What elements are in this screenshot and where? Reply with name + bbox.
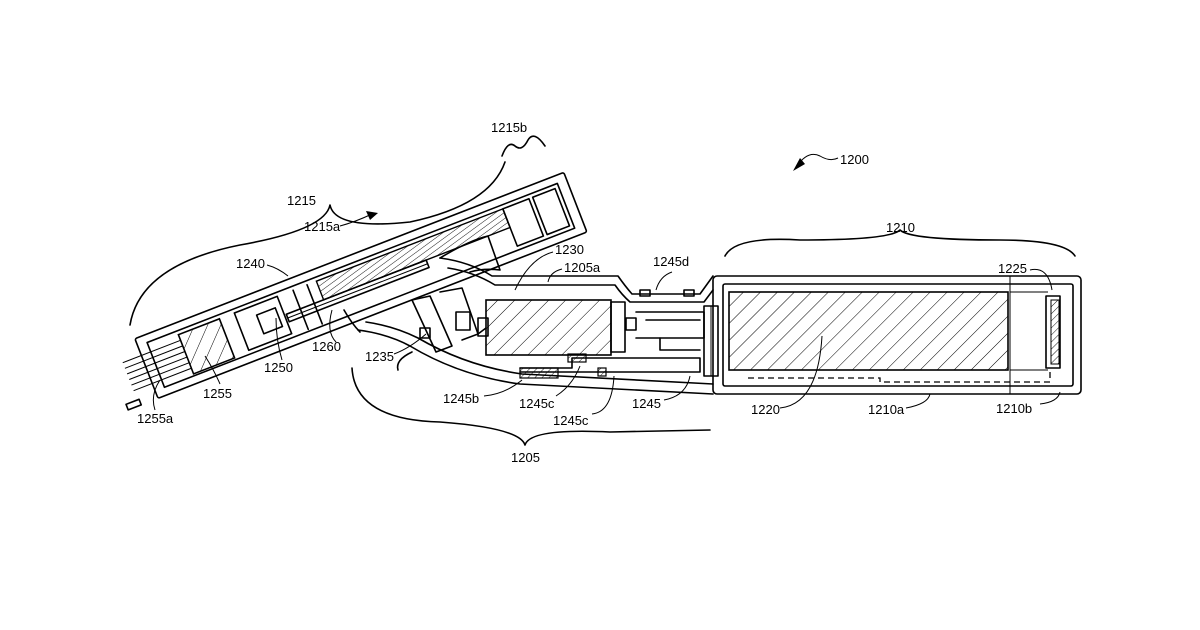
label-1210: 1210: [886, 220, 915, 235]
label-1245b: 1245b: [443, 391, 479, 406]
base-housing-1210: [713, 276, 1081, 394]
label-1225: 1225: [998, 261, 1027, 276]
label-1245c-1: 1245c: [519, 396, 555, 411]
motor-1230: [486, 300, 611, 355]
label-1215b: 1215b: [491, 120, 527, 135]
shaft-1215a: [316, 209, 510, 300]
label-1210b: 1210b: [996, 401, 1032, 416]
label-1245d: 1245d: [653, 254, 689, 269]
component-1245b: [520, 368, 558, 378]
braces: [130, 136, 1075, 445]
label-1210a: 1210a: [868, 402, 905, 417]
label-1255a: 1255a: [137, 411, 174, 426]
label-1205: 1205: [511, 450, 540, 465]
head-housing-1215: [105, 172, 587, 410]
label-1235: 1235: [365, 349, 394, 364]
label-1250: 1250: [264, 360, 293, 375]
label-1255: 1255: [203, 386, 232, 401]
label-1205a: 1205a: [564, 260, 601, 275]
label-1215: 1215: [287, 193, 316, 208]
label-1240: 1240: [236, 256, 265, 271]
label-1200: 1200: [840, 152, 869, 167]
label-1245: 1245: [632, 396, 661, 411]
label-1245c-2: 1245c: [553, 413, 589, 428]
label-1230: 1230: [555, 242, 584, 257]
label-1260: 1260: [312, 339, 341, 354]
label-1220: 1220: [751, 402, 780, 417]
component-1210b: [1051, 300, 1059, 364]
label-1215a: 1215a: [304, 219, 341, 234]
battery-1220: [729, 292, 1008, 370]
